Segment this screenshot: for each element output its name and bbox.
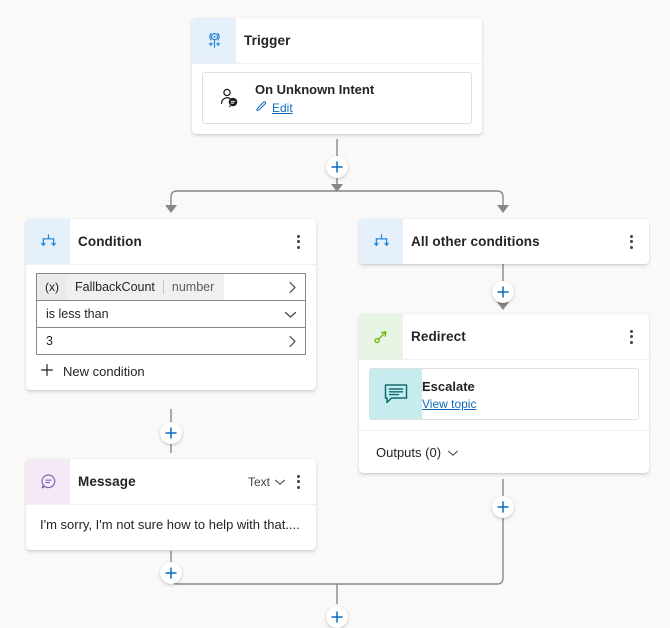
chevron-down-icon[interactable] (276, 310, 305, 319)
trigger-node-header[interactable]: Trigger (192, 18, 482, 63)
condition-node-body: (x) FallbackCount number is less than 3 (26, 264, 316, 390)
redirect-node-header[interactable]: Redirect (359, 314, 649, 359)
trigger-item-text: On Unknown Intent Edit (255, 75, 382, 122)
unknown-intent-person-icon (203, 73, 255, 123)
new-condition-button[interactable]: New condition (36, 363, 306, 380)
condition-variable-type: number (171, 280, 215, 294)
chevron-down-icon[interactable] (274, 475, 286, 489)
message-bubble-icon (26, 459, 70, 504)
all-other-conditions-actions (623, 233, 649, 251)
condition-node-title: Condition (78, 234, 142, 249)
message-node[interactable]: Message Text I'm sorry, I'm not sure how… (26, 459, 316, 550)
condition-variable-chip: (x) FallbackCount number (37, 274, 225, 300)
chevron-right-icon[interactable] (280, 335, 305, 348)
condition-node-header[interactable]: Condition (26, 219, 316, 264)
condition-header-actions (290, 233, 316, 251)
topic-message-icon (370, 369, 422, 419)
condition-node[interactable]: Condition (x) FallbackCount number is le… (26, 219, 316, 390)
condition-value-row[interactable]: 3 (36, 327, 306, 355)
chevron-right-icon[interactable] (280, 281, 305, 294)
redirect-topic-card[interactable]: Escalate View topic (369, 368, 639, 420)
condition-branch-icon (359, 219, 403, 264)
message-body-text[interactable]: I'm sorry, I'm not sure how to help with… (40, 517, 300, 532)
add-node-after-message[interactable] (160, 562, 182, 584)
trigger-node[interactable]: Trigger On Unknown Intent (192, 18, 482, 134)
add-node-after-all-other-conditions[interactable] (492, 281, 514, 303)
pencil-icon (255, 100, 268, 116)
redirect-more-options-icon[interactable] (623, 328, 639, 346)
all-other-conditions-more-options-icon[interactable] (623, 233, 639, 251)
redirect-view-topic-link[interactable]: View topic (422, 397, 476, 411)
condition-value: 3 (46, 334, 53, 348)
condition-branch-icon (26, 219, 70, 264)
new-condition-label: New condition (63, 364, 145, 379)
redirect-node-body: Escalate View topic (359, 359, 649, 430)
condition-variable-row[interactable]: (x) FallbackCount number (36, 273, 306, 301)
trigger-broadcast-icon (192, 18, 236, 63)
message-node-title: Message (78, 474, 136, 489)
all-other-conditions-node[interactable]: All other conditions (359, 219, 649, 264)
redirect-outputs-label: Outputs (0) (376, 444, 442, 460)
message-node-header[interactable]: Message Text (26, 459, 316, 504)
redirect-node-title: Redirect (411, 329, 466, 344)
redirect-topic-text: Escalate View topic (422, 372, 484, 417)
add-node-after-merge[interactable] (326, 606, 348, 628)
condition-operator-value: is less than (46, 307, 109, 321)
trigger-item-edit-link[interactable]: Edit (255, 100, 374, 116)
trigger-item-card[interactable]: On Unknown Intent Edit (202, 72, 472, 124)
redirect-node[interactable]: Redirect Escalate View topic (359, 314, 649, 473)
trigger-node-title: Trigger (244, 33, 291, 48)
trigger-item-edit-label[interactable]: Edit (272, 100, 293, 115)
redirect-header-actions (623, 328, 649, 346)
redirect-arrow-icon (359, 314, 403, 359)
variable-prefix-icon: (x) (37, 274, 67, 300)
chevron-down-icon (447, 445, 459, 460)
condition-variable-name: FallbackCount (75, 280, 155, 294)
message-format-label[interactable]: Text (247, 474, 270, 489)
plus-icon (40, 363, 54, 380)
add-node-after-condition[interactable] (160, 422, 182, 444)
all-other-conditions-title: All other conditions (411, 234, 540, 249)
add-node-after-trigger[interactable] (326, 156, 348, 178)
redirect-view-topic-label[interactable]: View topic (422, 396, 477, 411)
redirect-outputs-toggle[interactable]: Outputs (0) (359, 430, 649, 473)
divider (162, 280, 164, 294)
message-header-actions: Text (248, 473, 316, 491)
message-node-body: I'm sorry, I'm not sure how to help with… (26, 504, 316, 550)
message-more-options-icon[interactable] (290, 473, 306, 491)
condition-operator-row[interactable]: is less than (36, 300, 306, 328)
trigger-node-body: On Unknown Intent Edit (192, 63, 482, 134)
all-other-conditions-header[interactable]: All other conditions (359, 219, 649, 264)
trigger-item-title: On Unknown Intent (255, 81, 375, 97)
add-node-after-redirect[interactable] (492, 496, 514, 518)
condition-more-options-icon[interactable] (290, 233, 306, 251)
redirect-topic-title: Escalate (422, 378, 475, 394)
